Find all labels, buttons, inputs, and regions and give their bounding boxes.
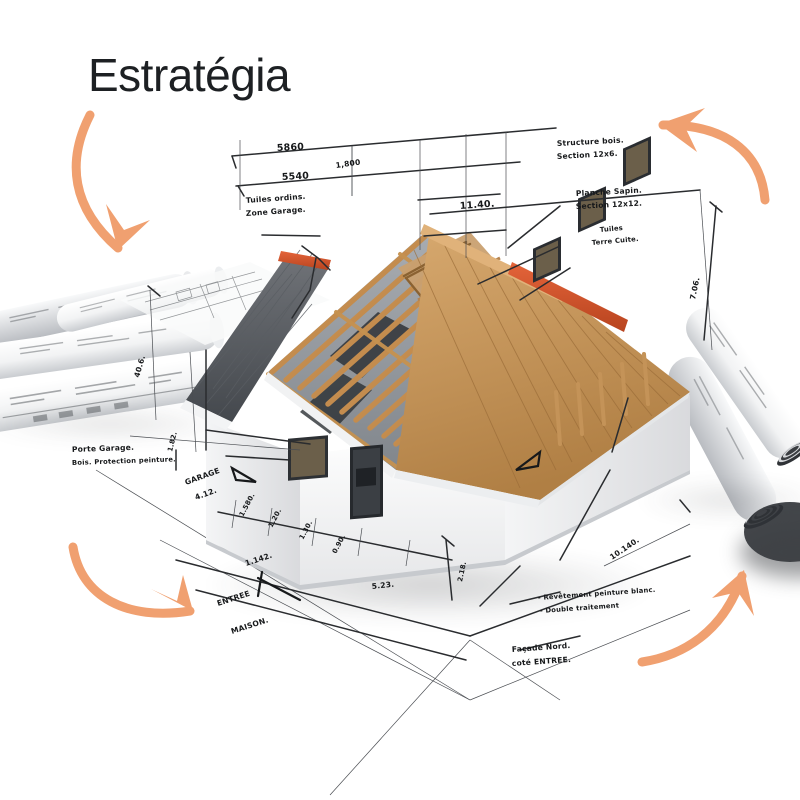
note-planche: Planche Sapin. <box>576 186 643 198</box>
page-title: Estratégia <box>88 49 291 101</box>
note-roof-tiles: Tuiles ordins. <box>246 192 306 205</box>
sketch-overlay <box>129 127 723 661</box>
note-porte-garage-2: Bois. Protection peinture. <box>72 455 176 467</box>
note-roof-tiles-2: Zone Garage. <box>246 205 307 218</box>
note-tuiles-2: Terre Cuite. <box>591 235 639 247</box>
note-facade: Façade Nord. <box>512 641 571 654</box>
note-facade-2: coté ENTREE. <box>512 655 572 668</box>
dim-top-2: 5540 <box>282 171 310 183</box>
dim-ridge: 11.40. <box>459 199 495 212</box>
note-structure-2: Section 12x6. <box>557 149 618 161</box>
note-planche-2: Section 12x12. <box>576 199 643 211</box>
right-wall-openings <box>533 136 651 283</box>
note-tuiles: Tuiles <box>599 224 623 234</box>
blueprint-rolls-right <box>635 307 800 578</box>
front-wall-openings <box>288 435 383 520</box>
dim-top-3: 1,800 <box>335 158 361 170</box>
note-porte-garage: Porte Garage. <box>72 443 135 454</box>
dim-top-1: 5860 <box>277 142 305 154</box>
dim-right-wall: 10.140. <box>608 535 641 561</box>
dim-right-vertical: 7.06. <box>688 276 702 300</box>
label-entree-2: MAISON. <box>230 615 270 636</box>
dim-base: 5.23. <box>371 580 394 591</box>
note-structure: Structure bois. <box>557 136 624 148</box>
